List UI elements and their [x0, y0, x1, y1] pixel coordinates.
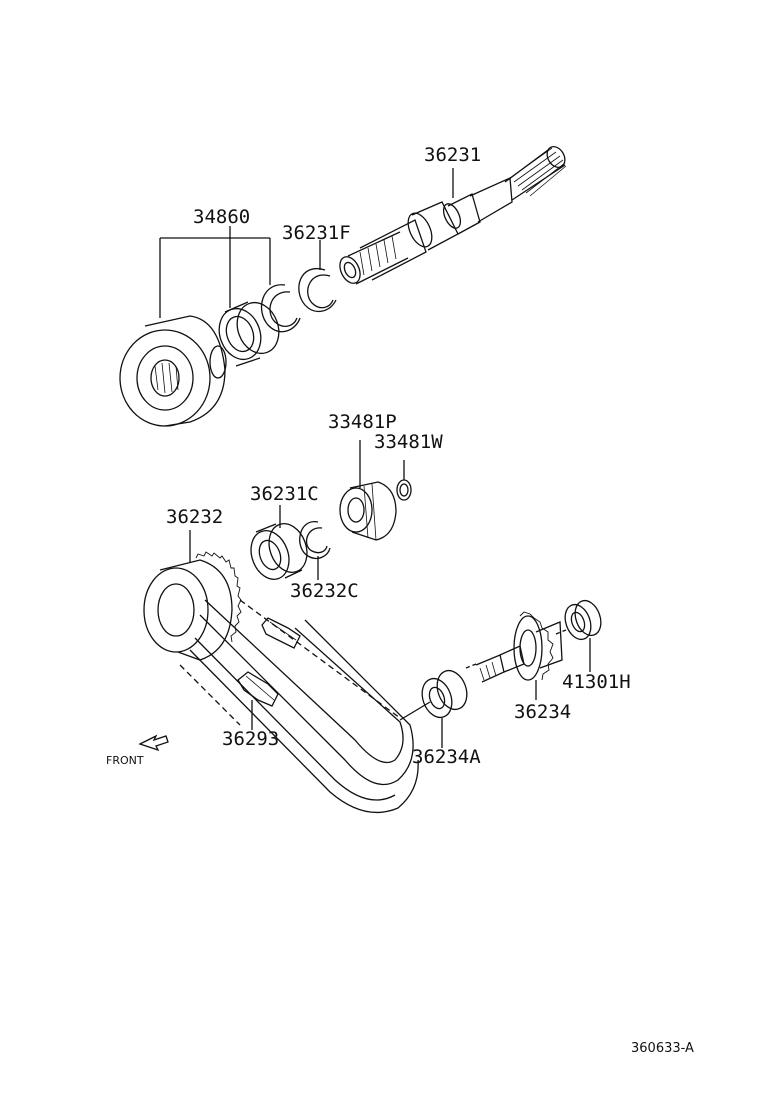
label-36234: 36234 — [514, 701, 572, 723]
bearing-36234A — [417, 666, 472, 748]
front-label: FRONT — [106, 754, 144, 767]
callout-bracket-34860 — [160, 226, 270, 318]
label-33481P: 33481P — [328, 411, 397, 433]
gear-shaft-36234 — [466, 612, 562, 700]
output-shaft — [336, 143, 569, 286]
chain-guide-36293 — [238, 672, 278, 730]
drive-chain — [180, 600, 430, 812]
figure-reference: 360633-A — [631, 1041, 694, 1056]
label-34860: 34860 — [193, 206, 251, 228]
bearing-36231C — [245, 505, 314, 585]
label-36231F: 36231F — [282, 222, 351, 244]
oil-seal-33481P — [340, 440, 396, 540]
label-36232: 36232 — [166, 506, 224, 528]
snap-ring-36232C — [300, 522, 330, 580]
snap-ring-34860 — [262, 285, 300, 332]
snap-ring-36231F — [299, 240, 336, 311]
label-36231C: 36231C — [250, 483, 319, 505]
driven-sprocket-36232 — [144, 530, 241, 660]
label-36293: 36293 — [222, 728, 280, 750]
chain-guide-upper — [262, 618, 300, 648]
drive-sprocket-34860 — [120, 316, 226, 426]
bearing-34860 — [212, 297, 285, 366]
o-ring-33481W — [397, 460, 411, 500]
label-33481W: 33481W — [374, 431, 443, 453]
label-36234A: 36234A — [412, 746, 481, 768]
label-41301H: 41301H — [562, 671, 631, 693]
front-arrow-icon — [140, 736, 168, 750]
label-36231: 36231 — [424, 144, 482, 166]
bearing-41301H — [556, 597, 605, 672]
label-36232C: 36232C — [290, 580, 359, 602]
